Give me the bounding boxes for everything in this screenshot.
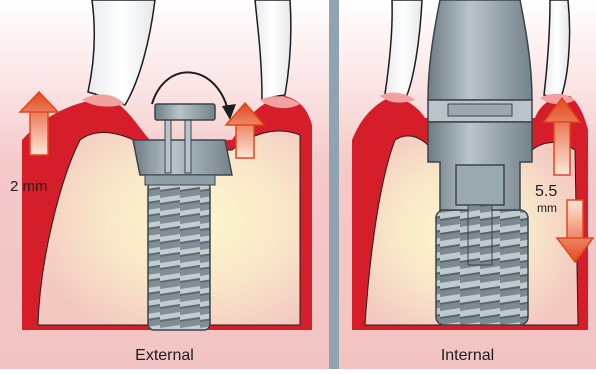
- external-caption: External: [0, 347, 329, 365]
- external-post-left: [165, 118, 171, 173]
- internal-panel: [339, 0, 596, 369]
- internal-measurement-unit: mm: [537, 201, 557, 215]
- external-panel: [0, 0, 329, 369]
- external-implant-collar: [133, 140, 232, 175]
- external-abutment-cap: [155, 104, 215, 120]
- external-measurement-label: 2 mm: [10, 178, 48, 195]
- internal-caption: Internal: [339, 347, 596, 365]
- internal-screw-head: [456, 165, 504, 205]
- external-implant-body: [148, 182, 210, 330]
- internal-abutment-cone: [428, 0, 532, 100]
- internal-screw-shaft: [468, 205, 492, 265]
- external-collar-base: [145, 175, 215, 185]
- internal-collar-hex: [448, 104, 512, 116]
- panel-divider: [329, 0, 339, 369]
- internal-measurement-value: 5.5: [535, 183, 557, 201]
- external-post-right: [185, 118, 191, 173]
